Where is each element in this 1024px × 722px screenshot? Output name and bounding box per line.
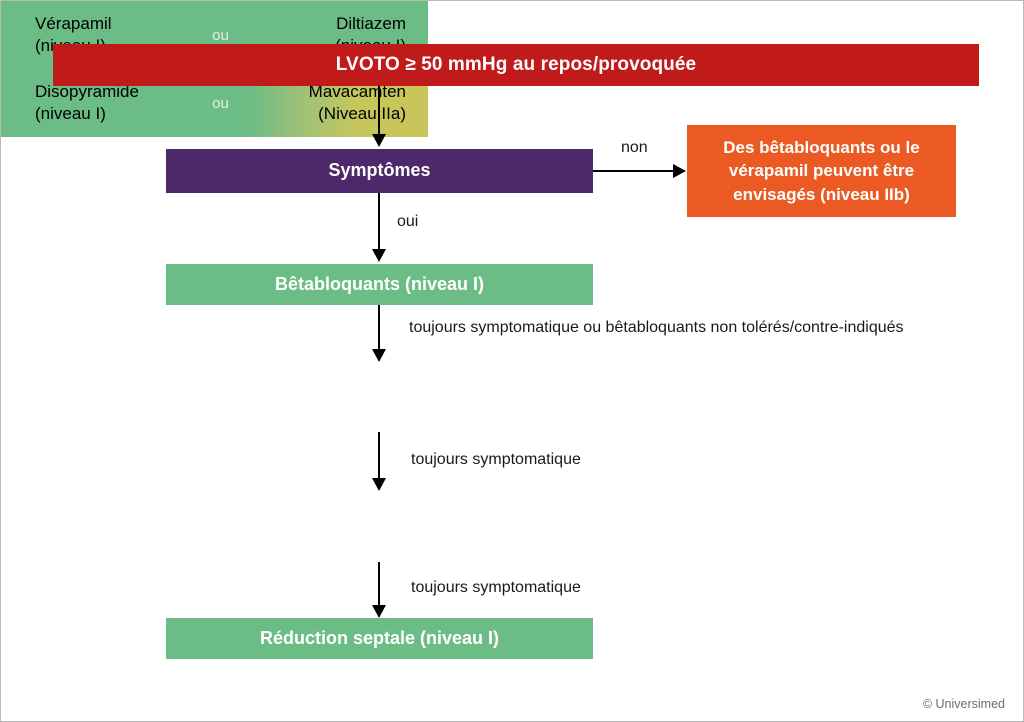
connector-disopyramide-to-septal bbox=[378, 562, 380, 607]
node-verapamil-diltiazem-or: ou bbox=[212, 26, 229, 44]
arrowhead-symptomes-to-betabloquants bbox=[372, 249, 386, 262]
edge-label-still-symptomatic-or-intolerant: toujours symptomatique ou bêtabloquants … bbox=[409, 319, 904, 336]
verapamil-line1: Vérapamil bbox=[35, 13, 112, 33]
node-reduction-septale: Réduction septale (niveau I) bbox=[166, 618, 593, 659]
edge-label-oui: oui bbox=[397, 213, 419, 230]
connector-verapamil-to-disopyramide bbox=[378, 432, 380, 479]
node-mavacamten-label: Mavacamten (Niveau IIa) bbox=[246, 81, 410, 125]
node-symptomes: Symptômes bbox=[166, 149, 593, 193]
mavacamten-line1: Mavacamten bbox=[308, 81, 406, 101]
disopyramide-line1: Disopyramide bbox=[35, 81, 139, 101]
connector-title-to-symptoms bbox=[378, 86, 380, 136]
edge-label-still-symptomatic-1: toujours symptomatique bbox=[411, 451, 581, 468]
copyright-credit: © Universimed bbox=[922, 697, 1005, 711]
node-betabloquants: Bêtabloquants (niveau I) bbox=[166, 264, 593, 305]
connector-symptomes-to-betabloquants bbox=[378, 193, 380, 251]
mavacamten-line2: (Niveau IIa) bbox=[318, 104, 406, 123]
arrowhead-betabloquants-to-verapamil bbox=[372, 349, 386, 362]
arrowhead-symptomes-to-alternative bbox=[673, 164, 686, 178]
disopyramide-line2: (niveau I) bbox=[35, 104, 106, 123]
node-disopyramide-label: Disopyramide (niveau I) bbox=[19, 81, 195, 125]
node-disopyramide-mavacamten-or: ou bbox=[212, 94, 229, 112]
node-alternative-betablockers-verapamil: Des bêtabloquants ou le vérapamil peuven… bbox=[687, 125, 956, 217]
edge-label-non: non bbox=[621, 139, 648, 156]
connector-symptomes-to-alternative bbox=[593, 170, 675, 172]
arrowhead-verapamil-to-disopyramide bbox=[372, 478, 386, 491]
connector-betabloquants-to-verapamil bbox=[378, 305, 380, 351]
edge-label-still-symptomatic-2: toujours symptomatique bbox=[411, 579, 581, 596]
diltiazem-line1: Diltiazem bbox=[336, 13, 406, 33]
arrowhead-disopyramide-to-septal bbox=[372, 605, 386, 618]
node-lvoto-title: LVOTO ≥ 50 mmHg au repos/provoquée bbox=[53, 44, 979, 86]
arrowhead-title-to-symptoms bbox=[372, 134, 386, 147]
